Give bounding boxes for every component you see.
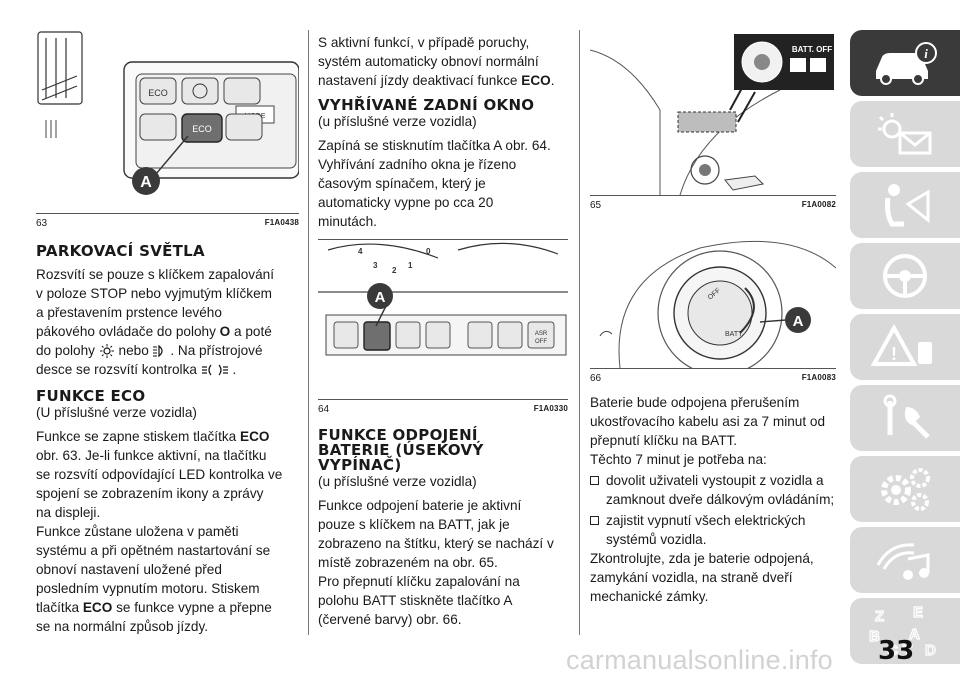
rear-window-subtitle: (u příslušné verze vozidla)	[318, 114, 477, 129]
battery-disconnect-text: Baterie bude odpojena přerušením ukostřo…	[590, 395, 826, 467]
fig65-batt-off-label: BATT. OFF	[792, 45, 832, 54]
svg-text:E: E	[913, 604, 923, 621]
tab-emergency[interactable]: !	[850, 314, 960, 380]
rear-window-text: Zapíná se stisknutím tlačítka A obr. 64.…	[318, 138, 551, 229]
column-divider-1	[308, 30, 309, 635]
svg-text:2: 2	[392, 266, 397, 275]
battery-cutoff-subtitle: (u příslušné verze vozidla)	[318, 474, 477, 489]
figure-63-illustration: ECO MODE ECO A	[36, 30, 299, 213]
side-lights-warning-icon	[201, 365, 228, 376]
rear-window-heading: VYHŘÍVANÉ ZADNÍ OKNO	[318, 96, 535, 114]
figure-65-illustration: BATT. OFF	[590, 34, 834, 195]
fig65-battery-label-location	[677, 111, 737, 133]
svg-text:A: A	[140, 174, 152, 191]
fig66-batt-label: BATT	[725, 331, 743, 338]
fig63-eco-button-label: ECO	[192, 124, 212, 134]
tab-maintenance[interactable]	[850, 385, 960, 451]
svg-text:0: 0	[426, 247, 431, 256]
figure-63-caption: 63 F1A0438	[36, 218, 299, 232]
figure-64: 4 3 2 1 0 ASR OFF A	[318, 239, 568, 399]
fig63-callout-a	[132, 167, 160, 195]
car-info-icon: i	[876, 42, 937, 85]
figure-64-illustration: 4 3 2 1 0 ASR OFF A	[318, 242, 568, 356]
figure-63-code: F1A0438	[264, 218, 299, 227]
watermark: carmanualsonline.info	[566, 645, 833, 675]
figure-64-caption: 64 F1A0330	[318, 404, 568, 418]
battery-cutoff-text: Funkce odpojení baterie je aktivní pouze…	[318, 498, 554, 627]
multimedia-icon	[876, 543, 930, 580]
svg-text:D: D	[925, 642, 936, 659]
tab-starting-driving[interactable]	[850, 243, 960, 309]
svg-text:OFF: OFF	[535, 339, 547, 345]
figure-66-illustration: OFF BATT A	[599, 240, 836, 368]
figure-64-number: 64	[318, 404, 330, 415]
left-light-icon	[99, 344, 114, 359]
warning-triangle-icon: !	[870, 323, 932, 366]
tab-technical-data[interactable]	[850, 456, 960, 522]
figure-63: ECO MODE ECO A	[36, 30, 299, 213]
eco-function-text: Funkce se zapne stiskem tlačítka ECO obr…	[36, 429, 283, 634]
column-2: S aktivní funkcí, v případě poruchy, sys…	[318, 0, 568, 678]
figure-66-caption: 66 F1A0083	[590, 373, 836, 387]
svg-text:4: 4	[358, 247, 363, 256]
alphabet-index-icon: Z E B A C T D	[868, 603, 936, 659]
svg-text:1: 1	[408, 261, 413, 270]
chapter-tabs: i ! Z E B A C T D	[850, 30, 960, 669]
figure-66: OFF BATT A	[590, 218, 836, 368]
svg-text:T: T	[903, 642, 912, 659]
column-divider-2	[579, 30, 580, 635]
battery-check-text: Zkontrolujte, zda je baterie odpojená, z…	[590, 551, 814, 604]
figure-65-caption: 65 F1A0082	[590, 200, 836, 214]
tab-safety[interactable]	[850, 172, 960, 238]
fig63-eco-top-label: ECO	[148, 88, 168, 98]
figure-63-number: 63	[36, 218, 48, 229]
svg-text:C: C	[887, 642, 898, 659]
tab-alphabetical-index[interactable]: Z E B A C T D	[850, 598, 960, 664]
tab-warning-lights[interactable]	[850, 101, 960, 167]
eco-function-subtitle: (U příslušné verze vozidla)	[36, 405, 197, 420]
svg-text:i: i	[924, 46, 928, 61]
position-light-icon	[152, 345, 163, 358]
battery-cutoff-heading: FUNKCE ODPOJENÍ BATERIE (ÚSEKOVÝ VYPÍNAČ…	[318, 426, 484, 474]
steering-wheel-icon	[883, 254, 927, 298]
airbag-icon	[885, 184, 930, 227]
column-3: BATT. OFF 65 F1A0082 OFF BATT A 66	[590, 0, 836, 678]
page-number: 33	[878, 636, 915, 666]
svg-text:ASR: ASR	[535, 331, 548, 337]
fig64-callout-a	[367, 283, 393, 309]
figure-66-code: F1A0083	[801, 373, 836, 382]
svg-text:A: A	[909, 626, 920, 643]
tab-car-info[interactable]: i	[850, 30, 960, 96]
svg-text:A: A	[793, 313, 804, 330]
figure-65: BATT. OFF	[590, 30, 836, 195]
column-1: ECO MODE ECO A 63 F1A0438 PARKOVACÍ SVĚT…	[36, 0, 299, 678]
svg-text:Z: Z	[875, 608, 884, 625]
svg-text:3: 3	[373, 261, 378, 270]
bullet-square-icon	[590, 476, 599, 485]
figure-66-number: 66	[590, 373, 602, 384]
svg-text:A: A	[375, 289, 386, 306]
fig66-callout-a	[785, 307, 811, 333]
bullet-square-icon	[590, 516, 599, 525]
tab-multimedia[interactable]	[850, 527, 960, 593]
parking-lights-text: Rozsvítí se pouze s klíčkem zapalování v…	[36, 267, 274, 377]
wrench-icon	[883, 394, 930, 439]
svg-text:!: !	[891, 344, 897, 364]
gear-icon	[881, 468, 930, 511]
eco-function-heading: FUNKCE ECO	[36, 387, 146, 405]
figure-64-code: F1A0330	[533, 404, 568, 413]
eco-fault-text: S aktivní funkcí, v případě poruchy, sys…	[318, 35, 555, 88]
svg-text:B: B	[869, 628, 880, 645]
figure-65-number: 65	[590, 200, 602, 211]
warning-lights-icon	[878, 113, 932, 155]
figure-65-code: F1A0082	[801, 200, 836, 209]
parking-lights-heading: PARKOVACÍ SVĚTLA	[36, 242, 205, 260]
